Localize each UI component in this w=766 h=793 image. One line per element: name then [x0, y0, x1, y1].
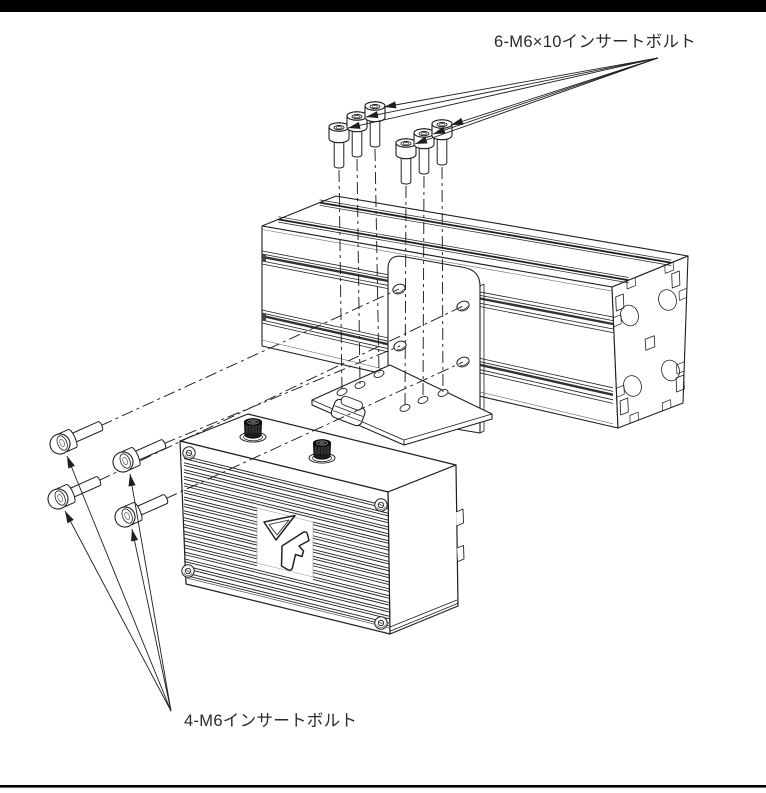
arrowhead-icon	[384, 101, 397, 109]
socket-head-bolt	[47, 476, 102, 510]
bottom-leader-lines	[64, 455, 172, 712]
leader-line	[365, 57, 659, 118]
arrowhead-icon	[433, 126, 446, 134]
bracket-base-hole	[354, 381, 366, 389]
enclosure-right-face	[387, 464, 459, 635]
heatsink-fins	[183, 455, 390, 627]
label-six-insert-bolts: 6-M6×10インサートボルト	[494, 32, 696, 51]
bracket-base-hole	[417, 396, 429, 404]
bracket-hole	[456, 300, 470, 312]
center-line	[338, 169, 343, 392]
corner-screw	[374, 616, 388, 630]
corner-screw	[374, 498, 388, 512]
bottom-black-rule	[0, 785, 766, 788]
enclosure-side-tabs	[455, 508, 465, 562]
leader-line	[450, 57, 659, 126]
corner-screw	[182, 446, 196, 460]
leader-line	[414, 57, 659, 145]
m12-connector	[239, 418, 267, 443]
bracket-base-hole	[437, 389, 449, 397]
enclosure-bottom-flange	[389, 599, 458, 632]
top-leader-lines	[347, 57, 659, 145]
socket-head-bolt	[49, 421, 104, 455]
center-lines	[98, 148, 464, 499]
corner-screws	[181, 446, 388, 630]
six-m6x10-insert-bolts	[328, 101, 453, 185]
device-enclosure	[179, 413, 465, 635]
arrowhead-icon	[348, 121, 361, 129]
four-m6-insert-bolts	[47, 421, 169, 528]
leader-line	[383, 57, 659, 108]
arrowhead-icon	[128, 474, 136, 487]
center-line	[98, 305, 464, 481]
leader-line	[129, 473, 172, 712]
brand-logo-icon	[263, 514, 310, 571]
bracket-plate-holes	[392, 283, 470, 368]
enclosure-front-bottom-line	[186, 577, 391, 629]
center-line	[356, 158, 361, 385]
socket-head-bolt	[112, 439, 167, 473]
m12-connectors	[239, 418, 336, 464]
leader-line	[131, 528, 172, 712]
center-line	[165, 361, 464, 499]
center-line	[163, 345, 401, 444]
center-line	[374, 148, 380, 374]
bracket-base-hole	[373, 370, 385, 378]
bracket-plate-thickness	[479, 283, 485, 434]
bracket-base-hole	[399, 404, 411, 412]
leader-line	[66, 455, 172, 712]
arrowhead-icon	[65, 511, 74, 524]
arrowhead-icon	[451, 117, 464, 125]
arrowhead-icon	[415, 136, 428, 144]
label-four-insert-bolts: 4-M6インサートボルト	[184, 711, 357, 730]
center-line	[441, 166, 444, 393]
arrowhead-icon	[366, 111, 379, 119]
l-mounting-bracket	[311, 255, 493, 446]
leader-line	[347, 57, 659, 129]
leader-line	[432, 57, 659, 135]
center-line	[422, 175, 425, 400]
leader-line	[64, 510, 172, 712]
bracket-base-holes	[336, 370, 449, 412]
center-line	[100, 288, 400, 426]
arrowhead-icon	[130, 529, 139, 542]
top-black-bar	[0, 0, 766, 12]
arrowhead-icon	[67, 456, 75, 469]
m12-connector	[308, 439, 336, 464]
center-line	[404, 185, 407, 408]
bracket-base-hole	[336, 388, 348, 396]
corner-screw	[181, 564, 195, 578]
